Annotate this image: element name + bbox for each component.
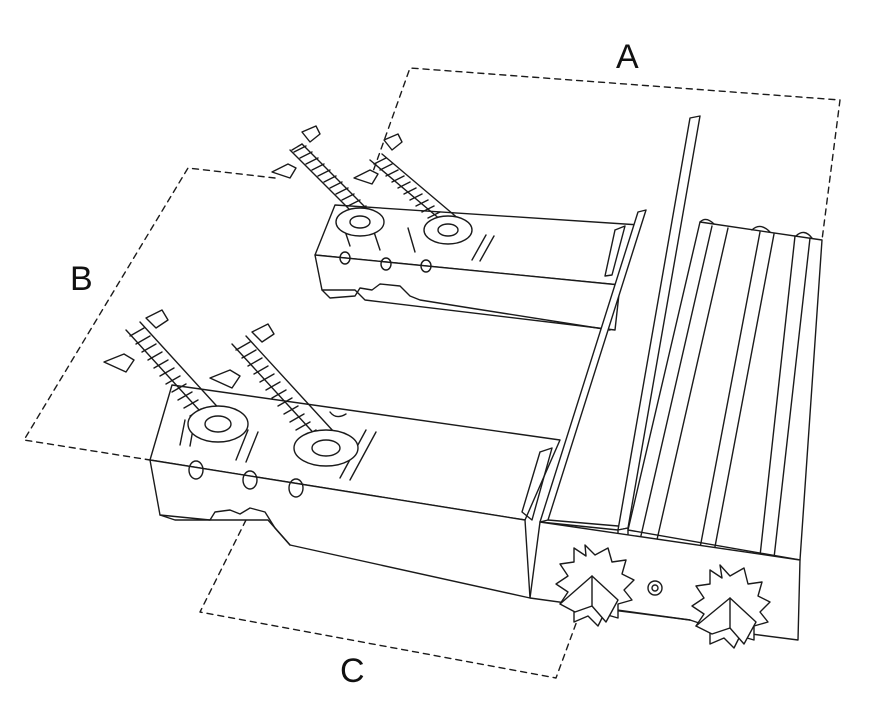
left-saw-wheel bbox=[555, 544, 635, 627]
front-right-threaded-rod bbox=[209, 323, 359, 467]
front-left-threaded-rod bbox=[103, 309, 249, 443]
label-a: A bbox=[616, 38, 639, 76]
rear-right-threaded-rod bbox=[353, 133, 473, 245]
region-b-outline bbox=[23, 167, 276, 461]
rear-left-threaded-rod bbox=[271, 125, 385, 237]
label-b: B bbox=[70, 260, 93, 298]
right-saw-wheel bbox=[691, 564, 771, 649]
label-c: C bbox=[340, 652, 365, 690]
region-a-outline bbox=[369, 67, 841, 241]
region-c-outline bbox=[199, 519, 593, 679]
